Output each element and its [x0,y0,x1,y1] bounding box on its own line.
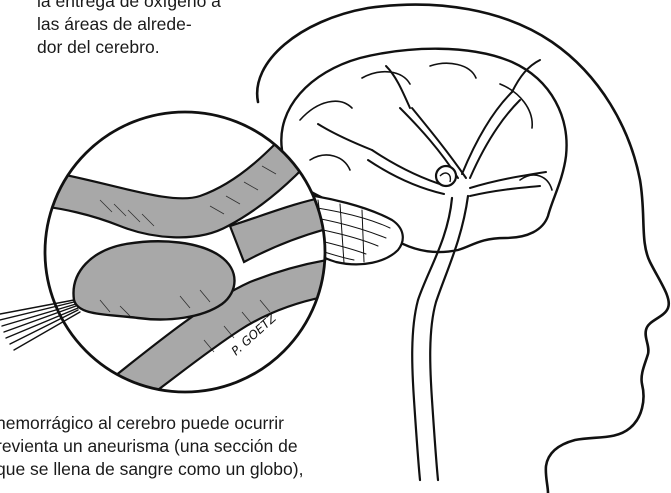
aneurysm-icon [74,241,235,319]
aneurysm-marker [436,166,456,186]
bottom-caption: hemorrágico al cerebro puede ocurrir rev… [0,412,303,481]
bottom-caption-line-1: hemorrágico al cerebro puede ocurrir [0,412,303,435]
bottom-caption-line-2: revienta un aneurisma (una sección de [0,435,303,458]
bottom-caption-line-3: que se llena de sangre como un globo), [0,458,303,481]
